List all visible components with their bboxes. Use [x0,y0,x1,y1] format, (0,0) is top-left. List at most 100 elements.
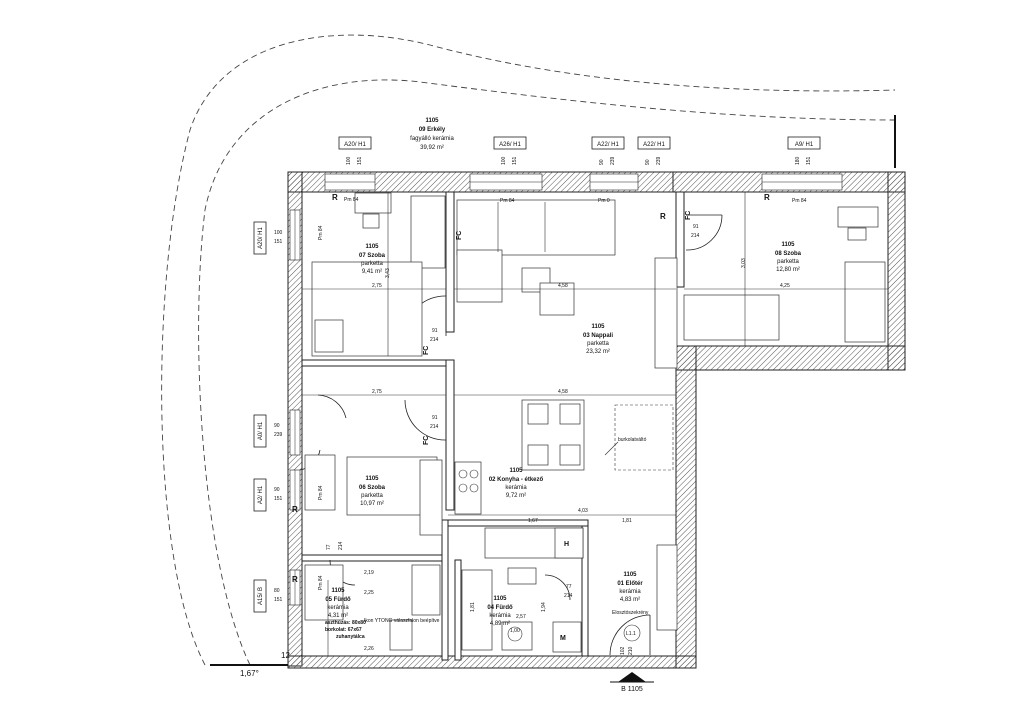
svg-text:2,75: 2,75 [372,389,382,395]
svg-text:1105: 1105 [365,476,379,482]
svg-text:90: 90 [274,487,280,493]
svg-text:FC: FC [456,231,463,240]
svg-text:A20/ H1: A20/ H1 [344,142,366,148]
room-label-eloter: 1105 01 Előtér kerámia 4,83 m² [617,572,643,603]
hob-symbol: H [564,541,569,548]
svg-text:Pm 84: Pm 84 [344,197,359,203]
window-tag: A20/ H1 100 151 [253,221,283,255]
balcony-outline-inner [198,79,896,666]
svg-text:214: 214 [691,233,700,239]
svg-text:A22/ H1: A22/ H1 [597,142,619,148]
radiator-symbols: R R R R R [292,193,770,584]
svg-text:1,81: 1,81 [622,518,632,524]
svg-text:214: 214 [564,593,573,599]
svg-text:4,58: 4,58 [558,389,568,395]
room-label-nappali: 1105 03 Nappali parketta 23,32 m² [583,324,613,355]
svg-text:burkolatváltó: burkolatváltó [618,437,647,443]
window-tags-top: A20/ H1 100 151 A26/ H1 100 151 A22/ H1 … [338,136,821,165]
svg-text:90: 90 [274,423,280,429]
svg-text:180: 180 [795,156,801,165]
fuse-box-symbol: L1.1 [626,631,636,637]
dimension-lines [302,192,888,656]
svg-text:1105: 1105 [781,242,795,248]
svg-text:77: 77 [566,584,572,590]
svg-text:4,25: 4,25 [780,283,790,289]
window-tag: A9/ H1 180 151 [787,136,821,165]
balcony-outline-outer [161,34,896,666]
svg-text:Pm 0: Pm 0 [598,198,610,204]
svg-text:03 Nappali: 03 Nappali [583,333,613,339]
svg-text:100: 100 [346,156,352,165]
window-tag: A2/ H1 90 151 [253,478,283,512]
room-label-szoba08: 1105 08 Szoba parketta 12,80 m² [775,242,802,273]
svg-text:4,03: 4,03 [578,508,588,514]
wall-bottom [287,655,697,669]
svg-text:04 Fürdő: 04 Fürdő [487,605,513,611]
svg-text:kerámia: kerámia [489,613,511,619]
svg-text:91: 91 [693,224,699,230]
svg-text:02 Konyha - étkező: 02 Konyha - étkező [489,477,544,483]
svg-text:A15/ B: A15/ B [258,587,264,605]
svg-text:1,67: 1,67 [528,518,538,524]
svg-text:151: 151 [512,156,518,165]
svg-text:A22/ H1: A22/ H1 [643,142,665,148]
svg-text:91: 91 [432,415,438,421]
svg-text:1105: 1105 [623,572,637,578]
svg-text:1,81: 1,81 [470,602,476,612]
svg-text:2,57: 2,57 [516,614,526,620]
svg-text:R: R [332,193,338,202]
svg-text:Pm 84: Pm 84 [792,198,807,204]
svg-text:23,32 m²: 23,32 m² [586,349,610,355]
window-tag: A26/ H1 100 151 [493,136,527,165]
wall-mid-horizontal [675,345,906,371]
svg-text:R: R [764,193,770,202]
svg-text:parketta: parketta [361,493,383,499]
svg-text:A26/ H1: A26/ H1 [499,142,521,148]
svg-text:39,92 m²: 39,92 m² [420,145,444,151]
wall-right-lower [675,345,697,669]
svg-text:FC: FC [685,211,692,220]
svg-text:Pm 84: Pm 84 [500,198,515,204]
svg-text:kerámia: kerámia [619,589,641,595]
svg-text:91: 91 [432,328,438,334]
room-label-szoba07: 1105 07 Szoba parketta 9,41 m² [359,244,386,275]
svg-text:fagyálló kerámia: fagyálló kerámia [410,136,454,142]
svg-text:239: 239 [656,156,662,165]
svg-text:parketta: parketta [777,259,799,265]
svg-text:10,97 m²: 10,97 m² [360,501,384,507]
svg-text:4,58: 4,58 [558,283,568,289]
room-label-szoba06: 1105 06 Szoba parketta 10,97 m² [359,476,386,507]
svg-text:3,43: 3,43 [385,268,391,278]
room-label-konyha: 1105 02 Konyha - étkező kerámia 9,72 m² [489,468,544,499]
svg-text:Elosztószekrény: Elosztószekrény [612,610,649,616]
svg-text:01 Előtér: 01 Előtér [617,581,643,587]
svg-text:R: R [660,212,666,221]
svg-text:77: 77 [326,544,332,550]
svg-text:parketta: parketta [587,341,609,347]
svg-text:1,94: 1,94 [541,602,547,612]
window-tags-left: A20/ H1 100 151 A0/ H1 90 239 A2/ H1 90 … [253,221,283,613]
svg-text:09 Erkély: 09 Erkély [419,127,446,133]
wall-right-upper [887,171,906,371]
svg-text:4,89 m²: 4,89 m² [490,621,510,627]
svg-text:A9/ H1: A9/ H1 [795,142,814,148]
level-mark: 1,67° 12 [210,651,290,678]
window-tag: A22/ H1 90 239 [637,136,671,165]
svg-text:4,83 m²: 4,83 m² [620,597,640,603]
svg-text:Pm 84: Pm 84 [318,485,324,500]
svg-text:FC: FC [423,436,430,445]
svg-text:R: R [292,505,298,514]
svg-text:kerámia: kerámia [505,485,527,491]
svg-text:239: 239 [274,432,283,438]
svg-text:1105: 1105 [365,244,379,250]
svg-text:3,03: 3,03 [741,258,747,268]
svg-text:1105: 1105 [425,118,439,124]
svg-text:Ikon YTONG válaszfalon beépítv: Ikon YTONG válaszfalon beépítve [364,618,440,624]
section-mark: B 1105 [610,672,654,693]
svg-text:2,19: 2,19 [364,570,374,576]
svg-text:1105: 1105 [493,596,507,602]
svg-text:07 Szoba: 07 Szoba [359,253,386,259]
svg-text:1105: 1105 [509,468,523,474]
svg-text:06 Szoba: 06 Szoba [359,485,386,491]
svg-text:A20/ H1: A20/ H1 [258,227,264,249]
